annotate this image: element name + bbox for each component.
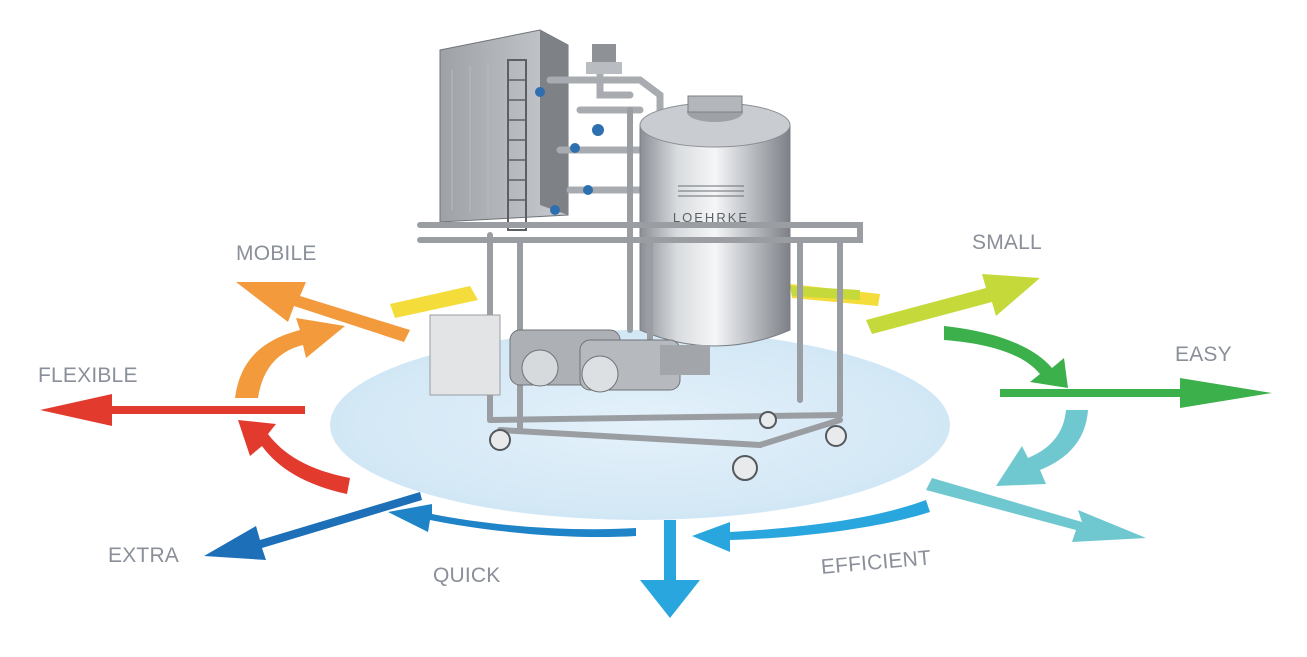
label-quick: QUICK	[433, 564, 501, 587]
label-easy: EASY	[1175, 343, 1232, 366]
extra-arrow	[204, 492, 422, 560]
efficient-arrow	[640, 500, 930, 618]
label-small: SMALL	[972, 231, 1042, 254]
flexible-arrow	[40, 394, 350, 494]
processing-machine: LOEHRKE	[417, 29, 863, 481]
mobile-arrow	[235, 282, 410, 398]
machine-brand-label: LOEHRKE	[673, 210, 749, 225]
label-flexible: FLEXIBLE	[38, 364, 138, 387]
cyan-arrow	[926, 410, 1146, 542]
label-mobile: MOBILE	[236, 242, 317, 265]
easy-arrow	[944, 326, 1272, 408]
small-arrow	[790, 274, 1040, 334]
label-extra: EXTRA	[108, 544, 180, 567]
quick-arrow	[388, 504, 636, 538]
